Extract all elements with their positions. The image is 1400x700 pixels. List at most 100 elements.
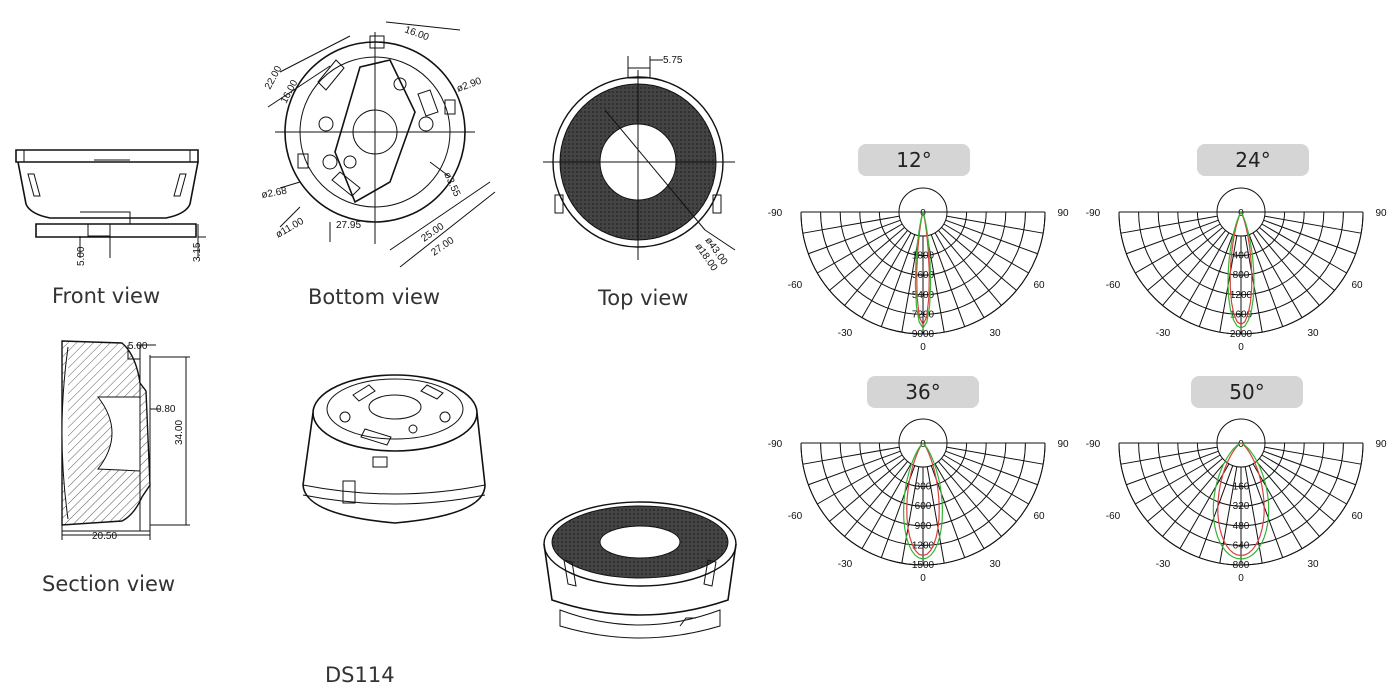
polar-angle-label: 90 xyxy=(1057,208,1069,219)
polar-angle-label: 30 xyxy=(1307,328,1319,339)
polar-spoke xyxy=(802,215,900,234)
polar-spoke xyxy=(1263,450,1356,486)
polar-curve xyxy=(914,211,932,330)
polar-spoke xyxy=(1135,454,1221,505)
bottom-dim-hole-1100: ø11.00 xyxy=(274,216,306,241)
polar-angle-label: 90 xyxy=(1057,439,1069,450)
polar-spoke xyxy=(1147,458,1223,522)
front-dim-height: 3.15 xyxy=(192,242,203,262)
polar-angle-label: -30 xyxy=(1156,559,1171,570)
polar-spoke xyxy=(934,232,985,318)
polar-radial-tick: 1200 xyxy=(912,540,935,551)
polar-spoke xyxy=(829,227,905,291)
polar-radial-tick: 900 xyxy=(915,521,932,532)
polar-radial-tick: 1600 xyxy=(1230,309,1253,320)
bottom-dim-hole-290: ø2.90 xyxy=(455,76,483,95)
polar-angle-label: 30 xyxy=(1307,559,1319,570)
polar-angle-label: 60 xyxy=(1033,280,1045,291)
polar-spoke xyxy=(1261,454,1347,505)
bottom-view-label: Bottom view xyxy=(308,285,441,309)
bottom-dim-16b: 16.00 xyxy=(279,78,301,106)
polar-angle-label: -30 xyxy=(838,559,853,570)
perspective-top-drawing xyxy=(543,501,737,639)
bottom-dim-2795: 27.95 xyxy=(336,220,361,231)
polar-radial-tick: 3600 xyxy=(912,270,935,281)
top-view-label: Top view xyxy=(598,286,689,310)
bottom-view-drawing: 16.00 22.00 16.00 ø2.90 ø2.68 ø3.55 ø11.… xyxy=(261,21,496,268)
polar-radial-tick: 1200 xyxy=(1230,290,1253,301)
polar-spoke xyxy=(1248,465,1284,558)
polar-angle-label: -90 xyxy=(1086,208,1101,219)
polar-origin-label: 0 xyxy=(1238,439,1244,450)
polar-spoke xyxy=(943,223,1029,274)
polar-spoke xyxy=(901,235,920,333)
polar-angle-label: 0 xyxy=(1238,573,1244,584)
polar-angle-label: -60 xyxy=(788,511,803,522)
polar-radial-tick: 320 xyxy=(1233,501,1250,512)
bottom-dim-hole-355: ø3.55 xyxy=(441,171,462,199)
section-view-label: Section view xyxy=(42,572,176,596)
polar-curve xyxy=(1212,442,1270,560)
polar-angle-label: 90 xyxy=(1375,439,1387,450)
polar-spoke xyxy=(829,458,905,522)
polar-spoke xyxy=(1252,232,1303,318)
polar-radial-tick: 480 xyxy=(1233,521,1250,532)
polar-curve xyxy=(902,442,944,560)
polar-spoke xyxy=(1259,227,1335,291)
polar-spoke xyxy=(1252,463,1303,549)
beam-angle-badge-24: 24° xyxy=(1197,144,1309,176)
polar-spoke xyxy=(817,454,903,505)
polar-angle-label: -90 xyxy=(1086,439,1101,450)
polar-spoke xyxy=(946,446,1044,465)
polar-spoke xyxy=(945,219,1038,255)
polar-spoke xyxy=(844,461,908,537)
polar-angle-label: -60 xyxy=(1106,511,1121,522)
polar-spoke xyxy=(1162,461,1226,537)
front-view-label: Front view xyxy=(52,284,161,308)
polar-spoke xyxy=(1126,219,1219,255)
polar-radial-tick: 1500 xyxy=(912,560,935,571)
polar-spoke xyxy=(802,446,900,465)
top-view-drawing: 5.75 ø43.00 ø18.00 xyxy=(543,55,736,274)
polar-origin-label: 0 xyxy=(920,439,926,450)
beam-angle-badge-12: 12° xyxy=(858,144,970,176)
polar-curve xyxy=(1227,211,1255,329)
polar-angle-label: -30 xyxy=(838,328,853,339)
polar-angle-label: 0 xyxy=(1238,342,1244,353)
polar-spoke xyxy=(926,466,945,564)
polar-spoke xyxy=(943,454,1029,505)
polar-radial-tick: 2000 xyxy=(1230,329,1253,340)
perspective-bottom-drawing xyxy=(302,374,486,524)
polar-radial-tick: 7200 xyxy=(912,309,935,320)
polar-spoke xyxy=(1256,230,1320,306)
polar-spoke xyxy=(1135,223,1221,274)
polar-spoke xyxy=(1198,465,1234,558)
polar-spoke xyxy=(1120,215,1218,234)
section-dim-gap: 0.80 xyxy=(156,404,176,415)
polar-spoke xyxy=(861,232,912,318)
polar-spoke xyxy=(1256,461,1320,537)
polar-spoke xyxy=(1179,463,1230,549)
polar-spoke xyxy=(901,466,920,564)
polar-spoke xyxy=(880,234,916,327)
polar-spoke xyxy=(1126,450,1219,486)
polar-angle-label: -90 xyxy=(768,208,783,219)
model-label: DS114 xyxy=(325,663,395,687)
polar-spoke xyxy=(934,463,985,549)
polar-spoke xyxy=(1264,215,1362,234)
beam-angle-badge-50: 50° xyxy=(1191,376,1303,408)
polar-spoke xyxy=(1162,230,1226,306)
polar-spoke xyxy=(861,463,912,549)
polar-radial-tick: 300 xyxy=(915,482,932,493)
polar-radial-tick: 160 xyxy=(1233,482,1250,493)
beam-angle-badge-36: 36° xyxy=(867,376,979,408)
bottom-dim-16a: 16.00 xyxy=(403,24,431,43)
polar-spoke xyxy=(1259,458,1335,522)
polar-angle-label: -30 xyxy=(1156,328,1171,339)
polar-spoke xyxy=(1261,223,1347,274)
polar-spoke xyxy=(1198,234,1234,327)
